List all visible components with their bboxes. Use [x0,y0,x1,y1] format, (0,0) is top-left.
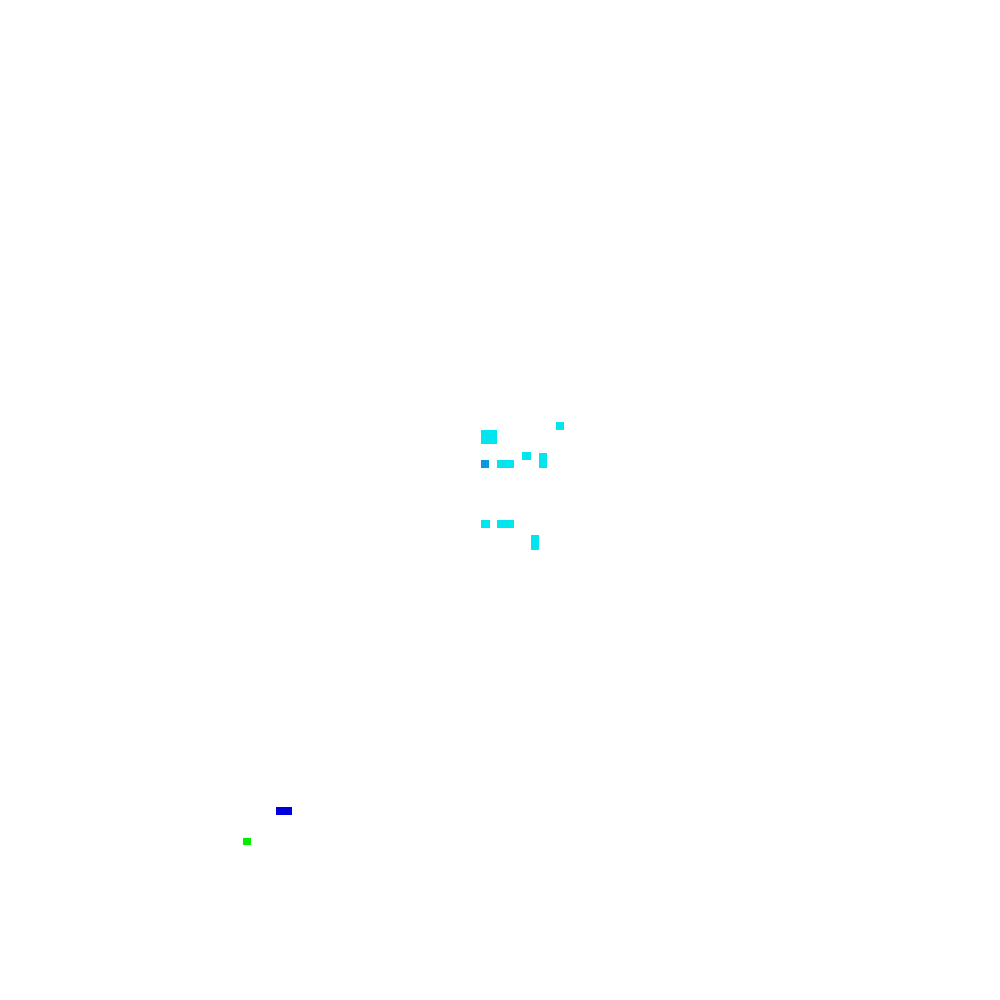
cyan-pixel-block [539,453,547,468]
cyan-pixel-block [481,430,497,444]
cyan-pixel-block [497,520,514,528]
cyan-pixel-block [531,535,539,550]
blue-pixel-block [276,807,292,815]
green-pixel-block [243,838,251,845]
cyan-pixel-block [481,520,490,528]
cyan-pixel-block [522,452,531,460]
cyan-pixel-block [556,422,564,430]
azure-pixel-block [481,460,489,468]
cyan-pixel-block [497,460,514,468]
